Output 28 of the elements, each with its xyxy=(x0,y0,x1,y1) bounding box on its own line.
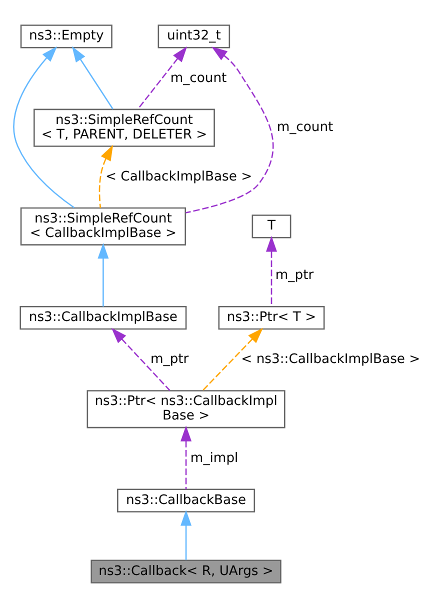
edge-label: m_count xyxy=(276,120,334,136)
node-box: ns3::SimpleRefCount < T, PARENT, DELETER > xyxy=(34,108,215,147)
node-box: ns3::SimpleRefCount < CallbackImplBase > xyxy=(20,207,186,246)
node-box: uint32_t xyxy=(158,24,230,48)
node-box: ns3::Callback< R, UArgs > xyxy=(90,560,282,584)
node-box: ns3::CallbackBase xyxy=(117,488,256,512)
node-box: T xyxy=(252,214,292,238)
arrow xyxy=(180,510,192,560)
arrow xyxy=(137,46,188,110)
arrow xyxy=(98,144,114,208)
arrow xyxy=(111,328,170,391)
edge-label: m_ptr xyxy=(150,352,189,368)
node-box: ns3::Empty xyxy=(20,24,112,48)
edge-label: < CallbackImplBase > xyxy=(105,169,252,184)
arrow xyxy=(266,236,278,306)
arrow xyxy=(202,328,264,391)
node-box: ns3::CallbackImplBase xyxy=(20,306,187,330)
node-box: ns3::Ptr< ns3::CallbackImpl Base > xyxy=(86,390,286,428)
arrow xyxy=(13,46,75,208)
arrow xyxy=(98,242,109,307)
edge-label: m_impl xyxy=(190,450,238,466)
arrow xyxy=(180,426,192,490)
node-box: ns3::Ptr< T > xyxy=(218,306,325,330)
edge-label: m_ptr xyxy=(275,268,314,284)
edge-label: m_count xyxy=(170,70,227,86)
edge-label: < ns3::CallbackImplBase > xyxy=(241,352,420,368)
arrow xyxy=(72,46,114,110)
arrow xyxy=(186,46,274,214)
